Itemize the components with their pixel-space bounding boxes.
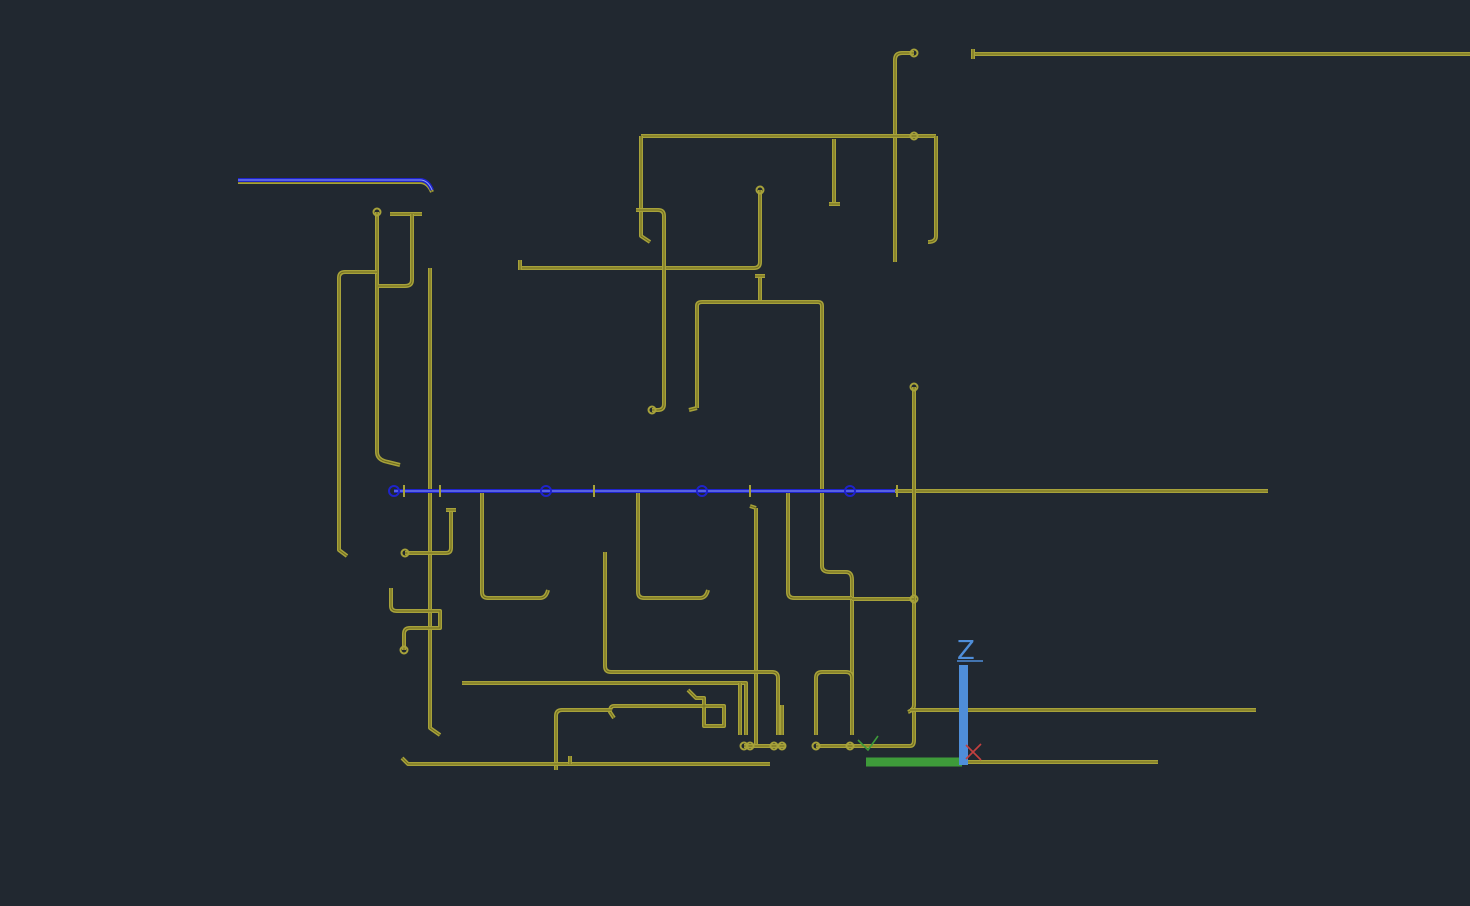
pipe-segment-35-centerline	[462, 682, 747, 735]
pipe-segment-8-centerline	[927, 136, 937, 243]
pipe-segment-30[interactable]	[636, 491, 710, 600]
pipe-segment-43-centerline	[401, 757, 770, 765]
pipe-segment-3[interactable]	[893, 51, 914, 262]
pipe-segment-5-centerline	[640, 136, 651, 243]
pipe-segment-29-centerline	[481, 491, 549, 599]
pipe-segment-24-centerline	[390, 588, 441, 650]
pipe-segment-19-centerline	[378, 214, 413, 287]
pipe-segment-38[interactable]	[608, 688, 726, 728]
pipe-fitting-7[interactable]	[399, 645, 409, 655]
pipe-segment-13-centerline	[696, 301, 853, 735]
ucs-z-label: Z	[957, 636, 975, 666]
pipe-fitting-8[interactable]	[909, 382, 919, 392]
pipe-fitting-14[interactable]	[811, 741, 821, 751]
pipe-segment-21-centerline	[429, 268, 441, 736]
pipe-segment-39[interactable]	[554, 708, 612, 770]
pipe-segment-9-centerline	[520, 190, 761, 269]
pipe-segment-19[interactable]	[378, 214, 414, 288]
selected-fitting-1[interactable]	[388, 485, 400, 497]
pipe-layer[interactable]	[238, 49, 1470, 770]
pipe-segment-17[interactable]	[375, 212, 401, 467]
selected-fitting-4[interactable]	[844, 485, 856, 497]
pipe-fitting-6[interactable]	[400, 548, 410, 558]
pipe-segment-20-centerline	[338, 271, 377, 557]
pipe-segment-39-centerline	[555, 709, 612, 770]
pipe-fitting-3[interactable]	[755, 185, 765, 195]
pipe-fitting-15[interactable]	[845, 741, 855, 751]
pipe-segment-34-centerline	[604, 552, 779, 735]
pipe-segment-22-centerline	[405, 510, 452, 554]
pipe-segment-5[interactable]	[639, 136, 652, 244]
selected-fitting-3[interactable]	[696, 485, 708, 497]
ucs-z-axis	[959, 665, 968, 765]
pipe-segment-30-centerline	[637, 491, 709, 599]
pipe-segment-41-centerline	[816, 712, 915, 747]
selected-pipe-layer[interactable]	[238, 178, 898, 497]
ucs-y-marker	[857, 735, 879, 752]
pipe-segment-24[interactable]	[389, 588, 442, 650]
pipe-fitting-9[interactable]	[909, 594, 919, 604]
selected-fitting-2[interactable]	[540, 485, 552, 497]
pipe-segment-20[interactable]	[337, 270, 377, 558]
pipe-segment-40[interactable]	[814, 670, 854, 735]
pipe-segment-26[interactable]	[907, 387, 916, 714]
pipe-segment-33-centerline	[749, 505, 757, 509]
pipe-segment-29[interactable]	[480, 491, 550, 600]
pipe-segment-15-centerline	[636, 209, 665, 411]
pipe-fitting-13[interactable]	[777, 741, 787, 751]
pipe-fitting-11[interactable]	[745, 741, 755, 751]
pipe-fitting-4[interactable]	[647, 405, 657, 415]
selected-pipe-upper[interactable]	[238, 178, 434, 191]
pipe-segment-40-centerline	[815, 671, 853, 735]
pipe-fitting-5[interactable]	[372, 207, 382, 217]
pipe-segment-21[interactable]	[428, 268, 442, 737]
pipe-fitting-1[interactable]	[909, 48, 919, 58]
ucs-x-marker	[965, 743, 982, 761]
pipe-segment-41[interactable]	[816, 712, 916, 748]
pipe-fitting-2[interactable]	[909, 131, 919, 141]
ucs-axis-icon: Z	[857, 636, 983, 767]
pipe-segment-3-centerline	[894, 52, 914, 262]
selected-pipe-upper-centerline	[238, 179, 433, 191]
pipe-segment-31-centerline	[787, 491, 852, 599]
pipe-segment-16[interactable]	[238, 180, 434, 193]
pipe-segment-8[interactable]	[927, 136, 938, 244]
pipe-segment-17-centerline	[376, 212, 401, 466]
pipe-node-layer[interactable]	[372, 48, 919, 751]
pipe-segment-43[interactable]	[400, 756, 770, 766]
pipe-segment-14-centerline	[688, 407, 698, 411]
